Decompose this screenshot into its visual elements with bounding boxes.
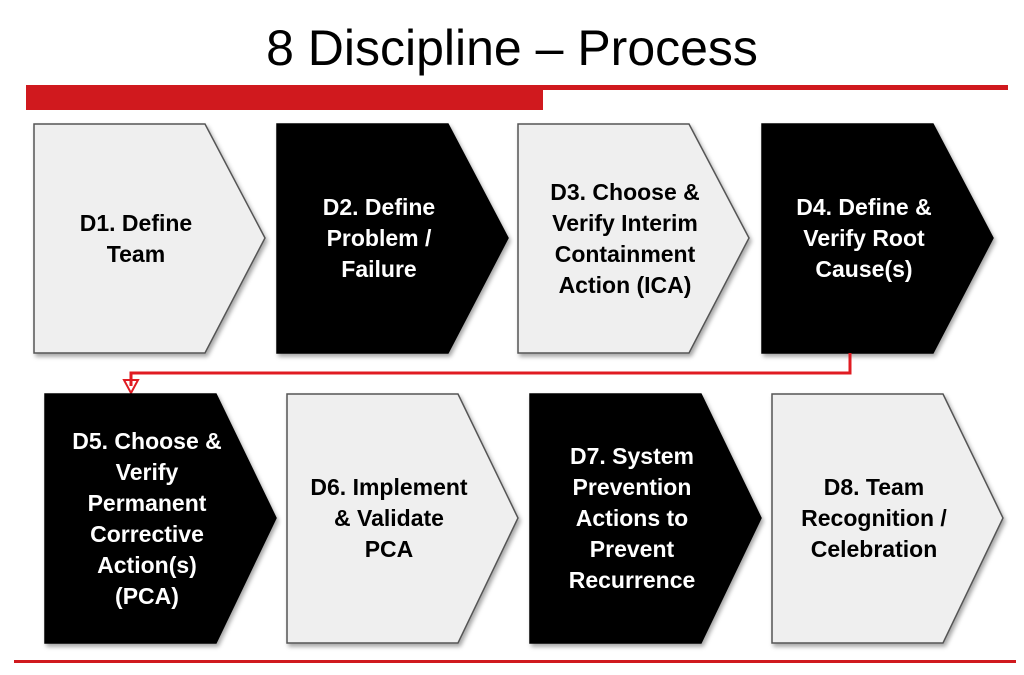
step-d4-shape (761, 123, 994, 354)
step-d5-shape (44, 393, 277, 644)
connector-d4-d5 (129, 353, 852, 386)
step-d7-shape (529, 393, 762, 644)
step-d1-label: D1. Define Team (79, 209, 193, 267)
step-d8-shape (771, 393, 1004, 644)
step-d6-label: D6. Implement & Validate PCA (310, 474, 468, 562)
step-d5-label: D5. Choose & Verify Permanent Corrective… (72, 427, 222, 609)
footer-rule (14, 660, 1016, 663)
connector-arrowhead (122, 379, 140, 396)
step-d3-label: D3. Choose & Verify Interim Containment … (550, 178, 700, 298)
step-d2-label: D2. Define Problem / Failure (322, 194, 436, 282)
step-d4-label: D4. Define & Verify Root Cause(s) (796, 194, 932, 282)
step-d1-shape (33, 123, 266, 354)
step-d2-shape (276, 123, 509, 354)
title-accent-bar (26, 86, 543, 110)
page-title: 8 Discipline – Process (266, 20, 758, 76)
step-d8-label: D8. Team Recognition / Celebration (801, 474, 947, 562)
step-d7-label: D7. System Prevention Actions to Prevent… (568, 443, 696, 593)
step-d3-shape (517, 123, 750, 354)
step-d6-shape (286, 393, 519, 644)
